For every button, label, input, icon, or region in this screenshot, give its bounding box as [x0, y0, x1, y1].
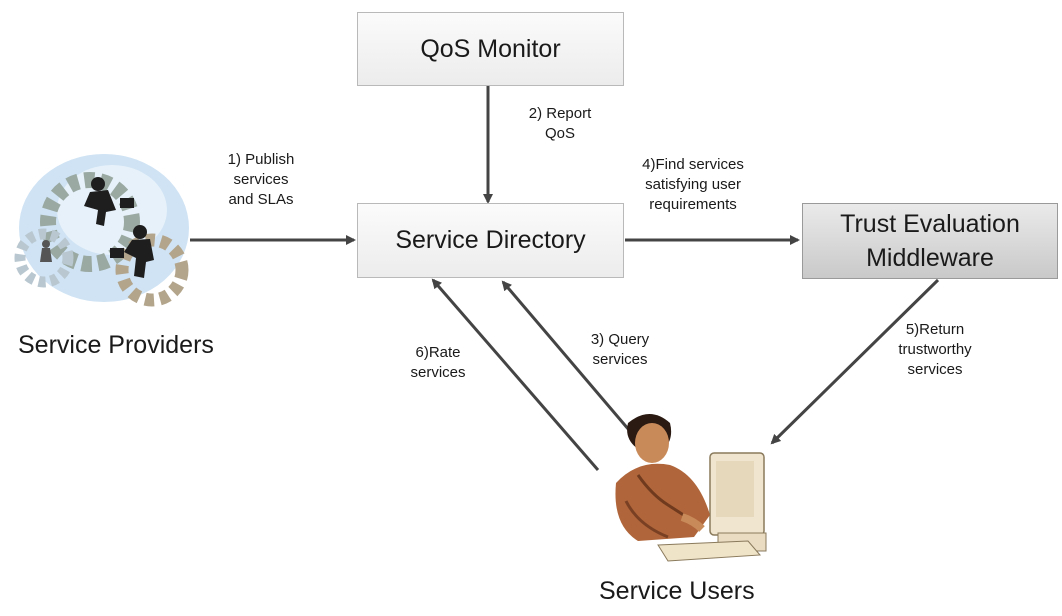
- service-directory-label: Service Directory: [395, 226, 586, 254]
- edge-label-find: 4)Find services satisfying user requirem…: [642, 156, 744, 213]
- businessman-icon: [110, 225, 154, 278]
- edge-label-report: 2) Report QoS: [528, 105, 592, 142]
- arrow-query: [501, 280, 637, 438]
- edge-label-return: 5)Return trustworthy services: [898, 321, 972, 378]
- edge-label-query: 3) Query services: [590, 331, 650, 368]
- service-user-illustration: [615, 414, 767, 562]
- qos-monitor-box: QoS Monitor: [357, 12, 624, 86]
- gear-icon: [40, 172, 140, 272]
- gear-icon: [14, 228, 74, 288]
- trust-middleware-box: Trust Evaluation Middleware: [802, 203, 1058, 279]
- person-icon: [615, 414, 710, 541]
- gear-icon: [115, 233, 189, 307]
- service-providers-illustration: [14, 154, 189, 307]
- businessman-icon: [84, 177, 134, 226]
- edge-label-rate: 6)Rate services: [410, 344, 466, 381]
- service-users-label: Service Users: [599, 577, 755, 605]
- service-directory-box: Service Directory: [357, 203, 624, 278]
- service-providers-label: Service Providers: [18, 331, 214, 359]
- edge-label-publish: 1) Publish services and SLAs: [227, 151, 295, 208]
- computer-icon: [657, 452, 767, 562]
- arrow-rate: [431, 278, 600, 471]
- qos-monitor-label: QoS Monitor: [420, 34, 561, 63]
- trust-middleware-label-line2: Middleware: [866, 244, 994, 272]
- trust-middleware-label-line1: Trust Evaluation: [840, 210, 1020, 238]
- arrow-return: [770, 278, 940, 445]
